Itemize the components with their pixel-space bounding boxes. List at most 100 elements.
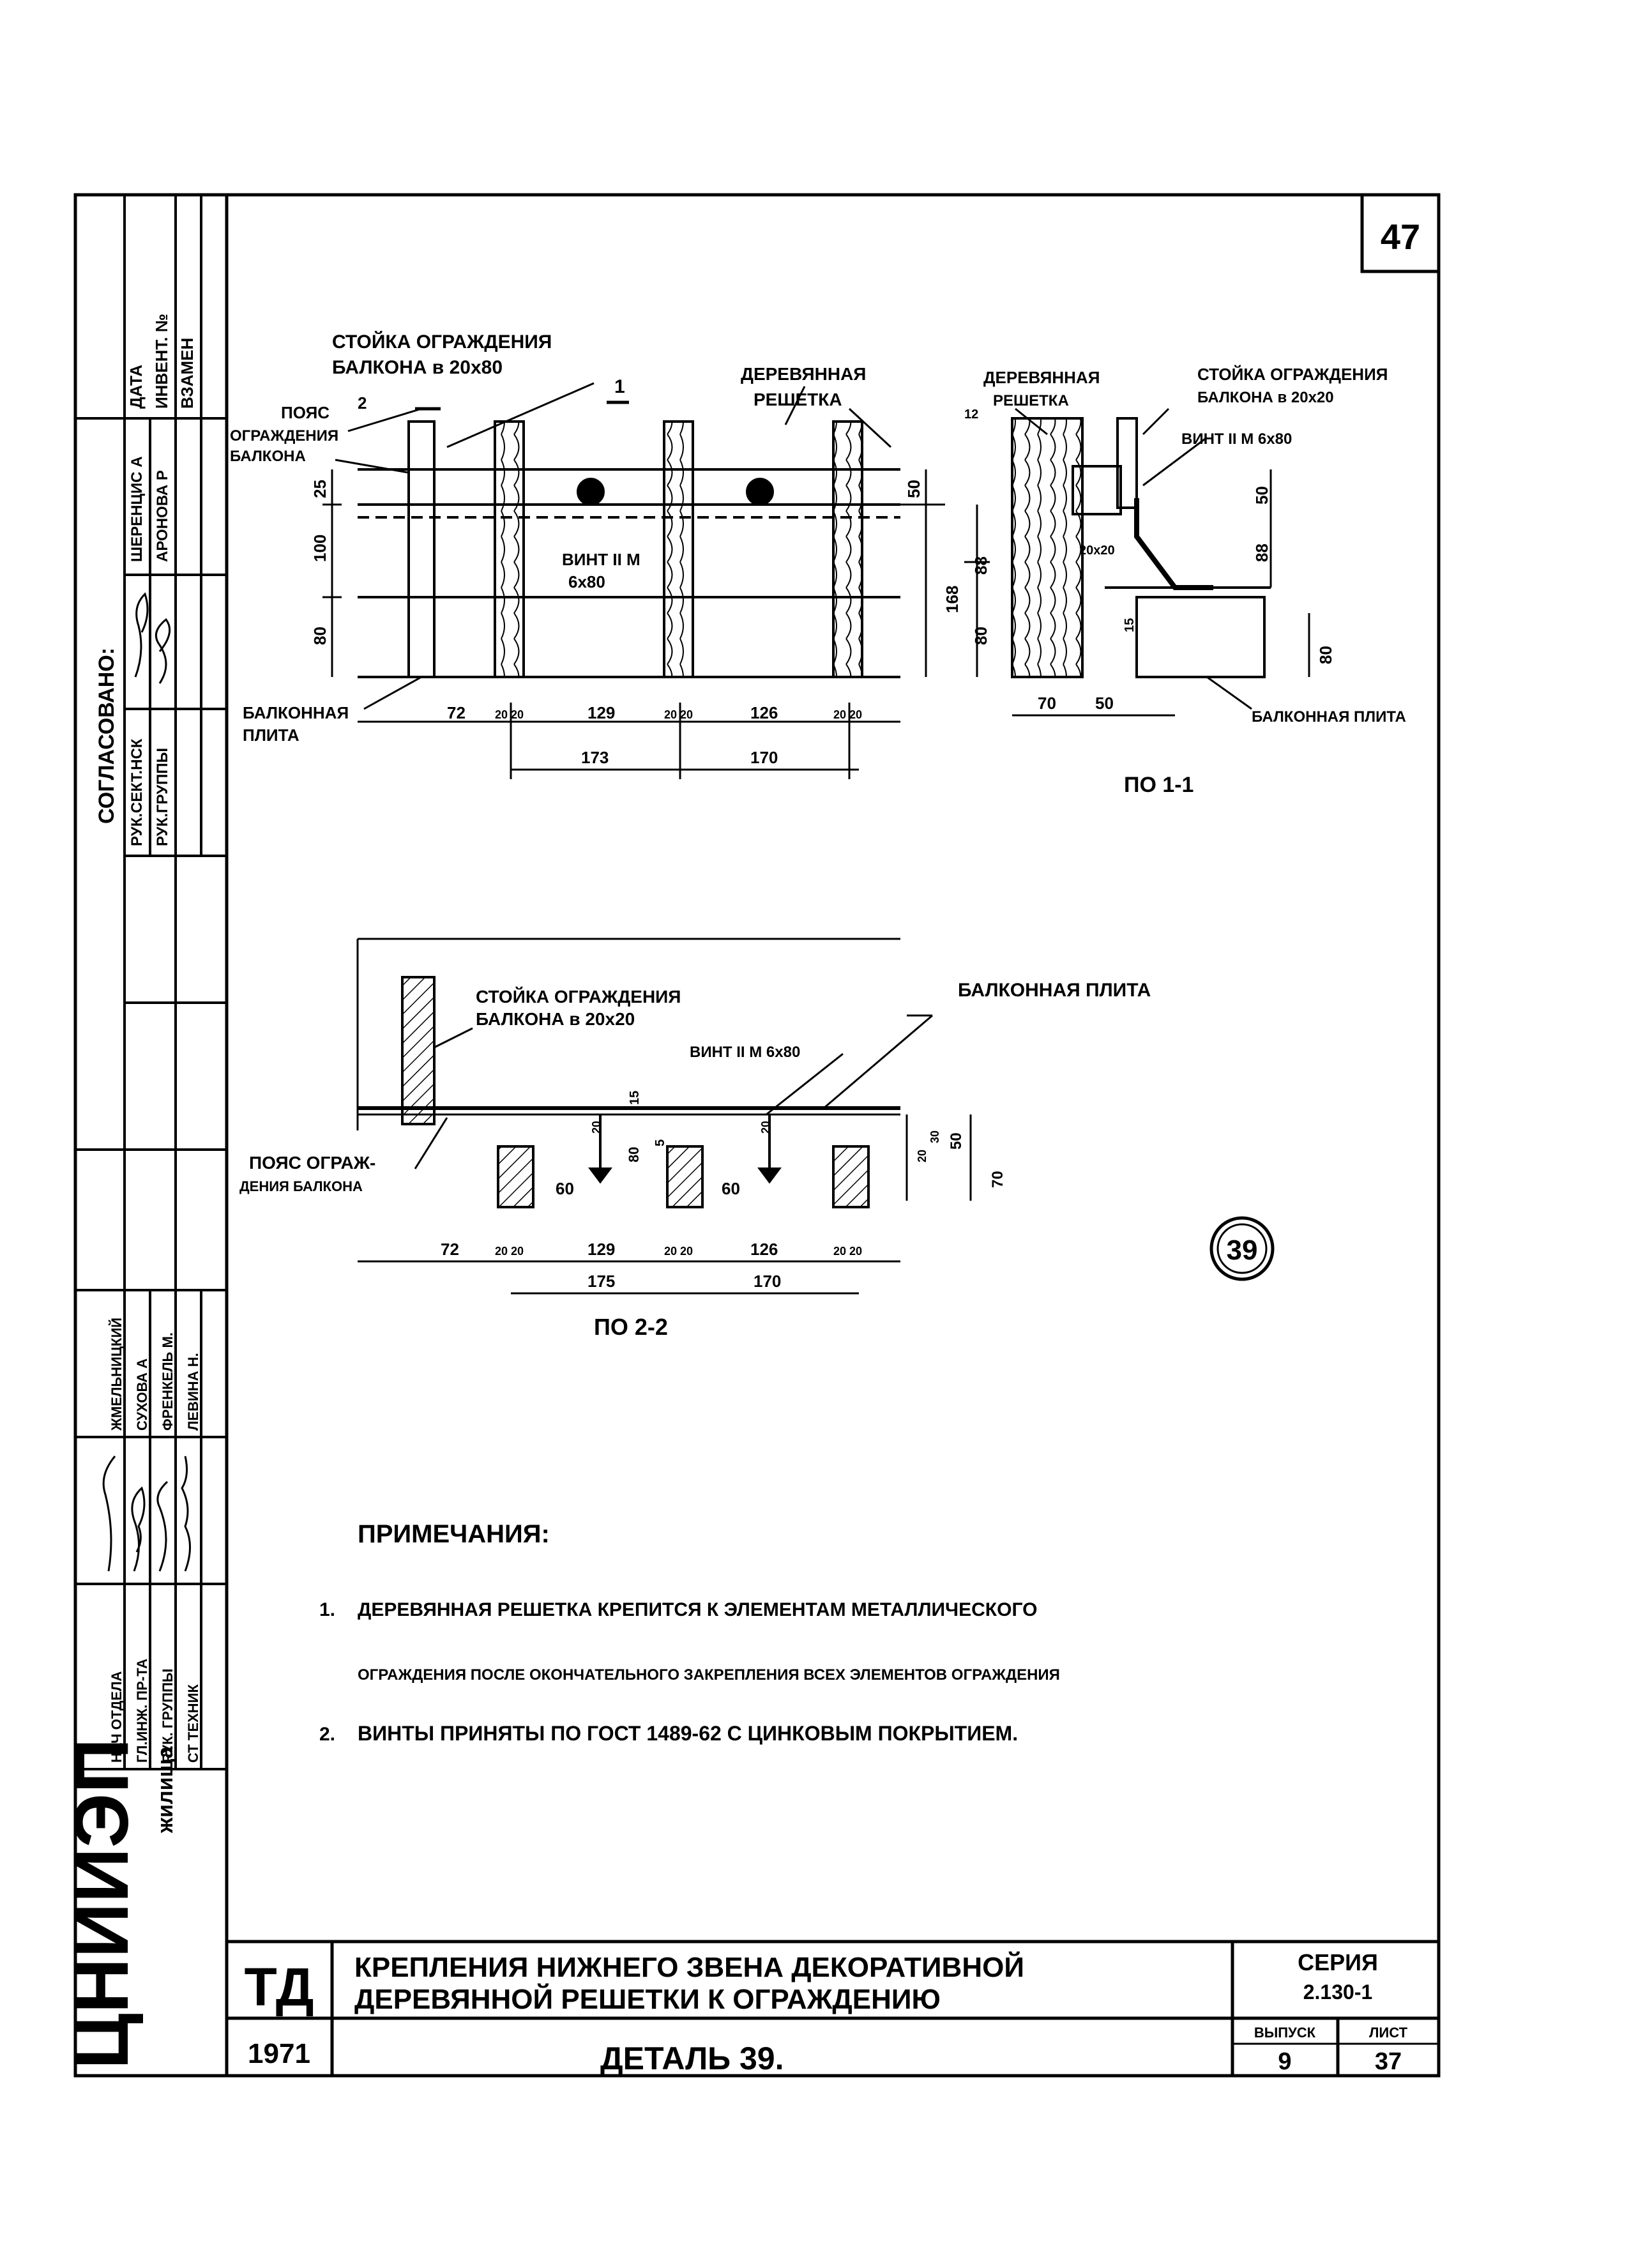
col-header-replace: ВЗАМЕН	[178, 338, 197, 409]
dim-168: 168	[943, 586, 962, 613]
dim-b-20a: 20	[495, 708, 508, 721]
staff-role-4: СТ ТЕХНИК	[185, 1684, 201, 1763]
s1-post-label-2: БАЛКОНА в 20х20	[1197, 389, 1334, 406]
side-stamp	[75, 195, 227, 1770]
approval-name-1: ШЕРЕНЦИС А	[128, 456, 146, 562]
s2-dim-b-175: 175	[587, 1272, 615, 1291]
org-sub: жилища	[153, 1746, 178, 1834]
front-screw-label-2: 6х80	[568, 572, 605, 591]
year: 1971	[248, 2038, 310, 2069]
s2-dim-b-20f: 20	[849, 1245, 862, 1258]
s2-dim-b-72: 72	[441, 1240, 459, 1259]
s1-lattice-label: ДЕРЕВЯННАЯ	[983, 368, 1100, 387]
staff-role-1: НАЧ ОТДЕЛА	[109, 1671, 125, 1763]
sheet-label: ЛИСТ	[1369, 2025, 1408, 2041]
section-2-2-labels: СТОЙКА ОГРАЖДЕНИЯ БАЛКОНА в 20х20 БАЛКОН…	[239, 980, 1151, 1340]
front-post-label: СТОЙКА ОГРАЖДЕНИЯ	[332, 331, 552, 353]
front-slab-label-2: ПЛИТА	[243, 726, 299, 745]
dim-50: 50	[904, 480, 923, 498]
s1-dim-20x20: 20x20	[1079, 544, 1115, 558]
dim-25: 25	[310, 480, 330, 498]
s2-dim-b-20c: 20	[664, 1245, 677, 1258]
approval-role-2: РУК.ГРУППЫ	[154, 748, 171, 846]
s1-dim-50: 50	[1252, 486, 1271, 505]
detail-title: ДЕТАЛЬ 39.	[600, 2041, 784, 2076]
col-header-inv: ИНВЕНТ. №	[152, 314, 171, 409]
s1-dim-88: 88	[971, 556, 990, 575]
series-label: СЕРИЯ	[1298, 1949, 1378, 1975]
front-post-label-2: БАЛКОНА в 20х80	[332, 357, 503, 378]
s2-slab-label: БАЛКОННАЯ ПЛИТА	[958, 980, 1151, 1001]
dim-b-170: 170	[750, 748, 778, 767]
issue-value: 9	[1278, 2048, 1291, 2075]
dim-b-126: 126	[750, 703, 778, 722]
sheet-number: 47	[1381, 217, 1420, 257]
front-view-drawing	[322, 382, 945, 779]
s1-caption: ПО 1-1	[1124, 773, 1194, 797]
staff-name-3: ФРЕНКЕЛЬ М.	[160, 1332, 176, 1431]
s2-dim-15: 15	[628, 1091, 642, 1105]
s1-dim-88b: 88	[1252, 544, 1271, 562]
s1-dim-15: 15	[1123, 618, 1137, 632]
staff-name-4: ЛЕВИНА Н.	[185, 1353, 201, 1431]
s2-dim-5: 5	[653, 1139, 667, 1146]
s2-dim-70: 70	[989, 1171, 1006, 1188]
s2-dim-50: 50	[948, 1132, 965, 1150]
s2-belt-label-2: ДЕНИЯ БАЛКОНА	[239, 1178, 363, 1194]
section-1-1-drawing	[964, 407, 1310, 717]
s2-dim-30: 30	[928, 1130, 941, 1143]
front-section-mark-1: 1	[614, 376, 625, 397]
note-1-num: 1.	[319, 1599, 335, 1620]
s1-dim-80: 80	[971, 627, 990, 645]
staff-role-2: ГЛ.ИНЖ. ПР-ТА	[134, 1659, 150, 1763]
s2-dim-b-126: 126	[750, 1240, 778, 1259]
side-stamp-text: СОГЛАСОВАНО: ДАТА ИНВЕНТ. № ВЗАМЕН РУК.С…	[59, 314, 201, 2069]
front-belt-label-2: ОГРАЖДЕНИЯ	[230, 427, 338, 445]
front-lattice-label-2: РЕШЕТКА	[754, 390, 842, 409]
org-name: ЦНИИЭП	[59, 1738, 144, 2069]
s2-dim-b-129: 129	[587, 1240, 615, 1259]
section-2-2-drawing	[356, 938, 972, 1295]
staff-role-3: РУК. ГРУППЫ	[160, 1669, 176, 1763]
s2-belt-label: ПОЯС ОГРАЖ-	[249, 1153, 375, 1173]
detail-mark: 39	[1209, 1216, 1275, 1281]
series-value: 2.130-1	[1303, 1981, 1373, 2004]
s2-screw-label: ВИНТ II М 6х80	[690, 1044, 800, 1061]
notes-title: ПРИМЕЧАНИЯ:	[358, 1520, 550, 1548]
note-1-line-1: ДЕРЕВЯННАЯ РЕШЕТКА КРЕПИТСЯ К ЭЛЕМЕНТАМ …	[358, 1599, 1037, 1620]
front-slab-label: БАЛКОННАЯ	[243, 703, 349, 722]
dim-100: 100	[310, 535, 330, 562]
s2-dim-20a: 20	[590, 1121, 603, 1134]
s1-screw-label: ВИНТ II М 6х80	[1181, 430, 1292, 448]
s2-dim-80: 80	[626, 1147, 642, 1162]
dim-b-20d: 20	[680, 708, 693, 721]
note-2-line-1: ВИНТЫ ПРИНЯТЫ ПО ГОСТ 1489-62 С ЦИНКОВЫМ…	[358, 1722, 1018, 1745]
col-header-date: ДАТА	[126, 365, 146, 409]
approval-role-1: РУК.СЕКТ.НСК	[128, 738, 146, 846]
title-block	[227, 1940, 1439, 2076]
dim-80: 80	[310, 627, 330, 645]
staff-name-1: ЖМЕЛЬНИЦКИЙ	[109, 1318, 125, 1431]
td-mark: ТД	[244, 1957, 314, 2017]
front-belt-label-3: БАЛКОНА	[230, 448, 306, 465]
s2-dim-b-20e: 20	[833, 1245, 846, 1258]
front-view-labels: СТОЙКА ОГРАЖДЕНИЯ БАЛКОНА в 20х80 ПОЯС О…	[230, 331, 962, 767]
sheet-number-box: 47	[1360, 193, 1441, 273]
s2-dim-b-20b: 20	[511, 1245, 524, 1258]
signatures	[102, 592, 191, 1572]
dim-b-20f: 20	[849, 708, 862, 721]
s1-post-label: СТОЙКА ОГРАЖДЕНИЯ	[1197, 365, 1388, 384]
s2-post-label-2: БАЛКОНА в 20х20	[476, 1009, 635, 1029]
staff-name-2: СУХОВА А	[134, 1358, 150, 1431]
dim-b-20b: 20	[511, 708, 524, 721]
s2-dim-b-20a: 20	[495, 1245, 508, 1258]
front-lattice-label: ДЕРЕВЯННАЯ	[741, 364, 866, 384]
sheet-value: 37	[1375, 2048, 1402, 2075]
front-section-mark-2: 2	[358, 393, 367, 413]
s2-dim-60a: 60	[556, 1179, 574, 1198]
s2-dim-b-20d: 20	[680, 1245, 693, 1258]
s1-lattice-label-2: РЕШЕТКА	[993, 392, 1069, 409]
s2-caption: ПО 2-2	[594, 1314, 668, 1340]
s1-slab-label: БАЛКОННАЯ ПЛИТА	[1252, 708, 1406, 726]
